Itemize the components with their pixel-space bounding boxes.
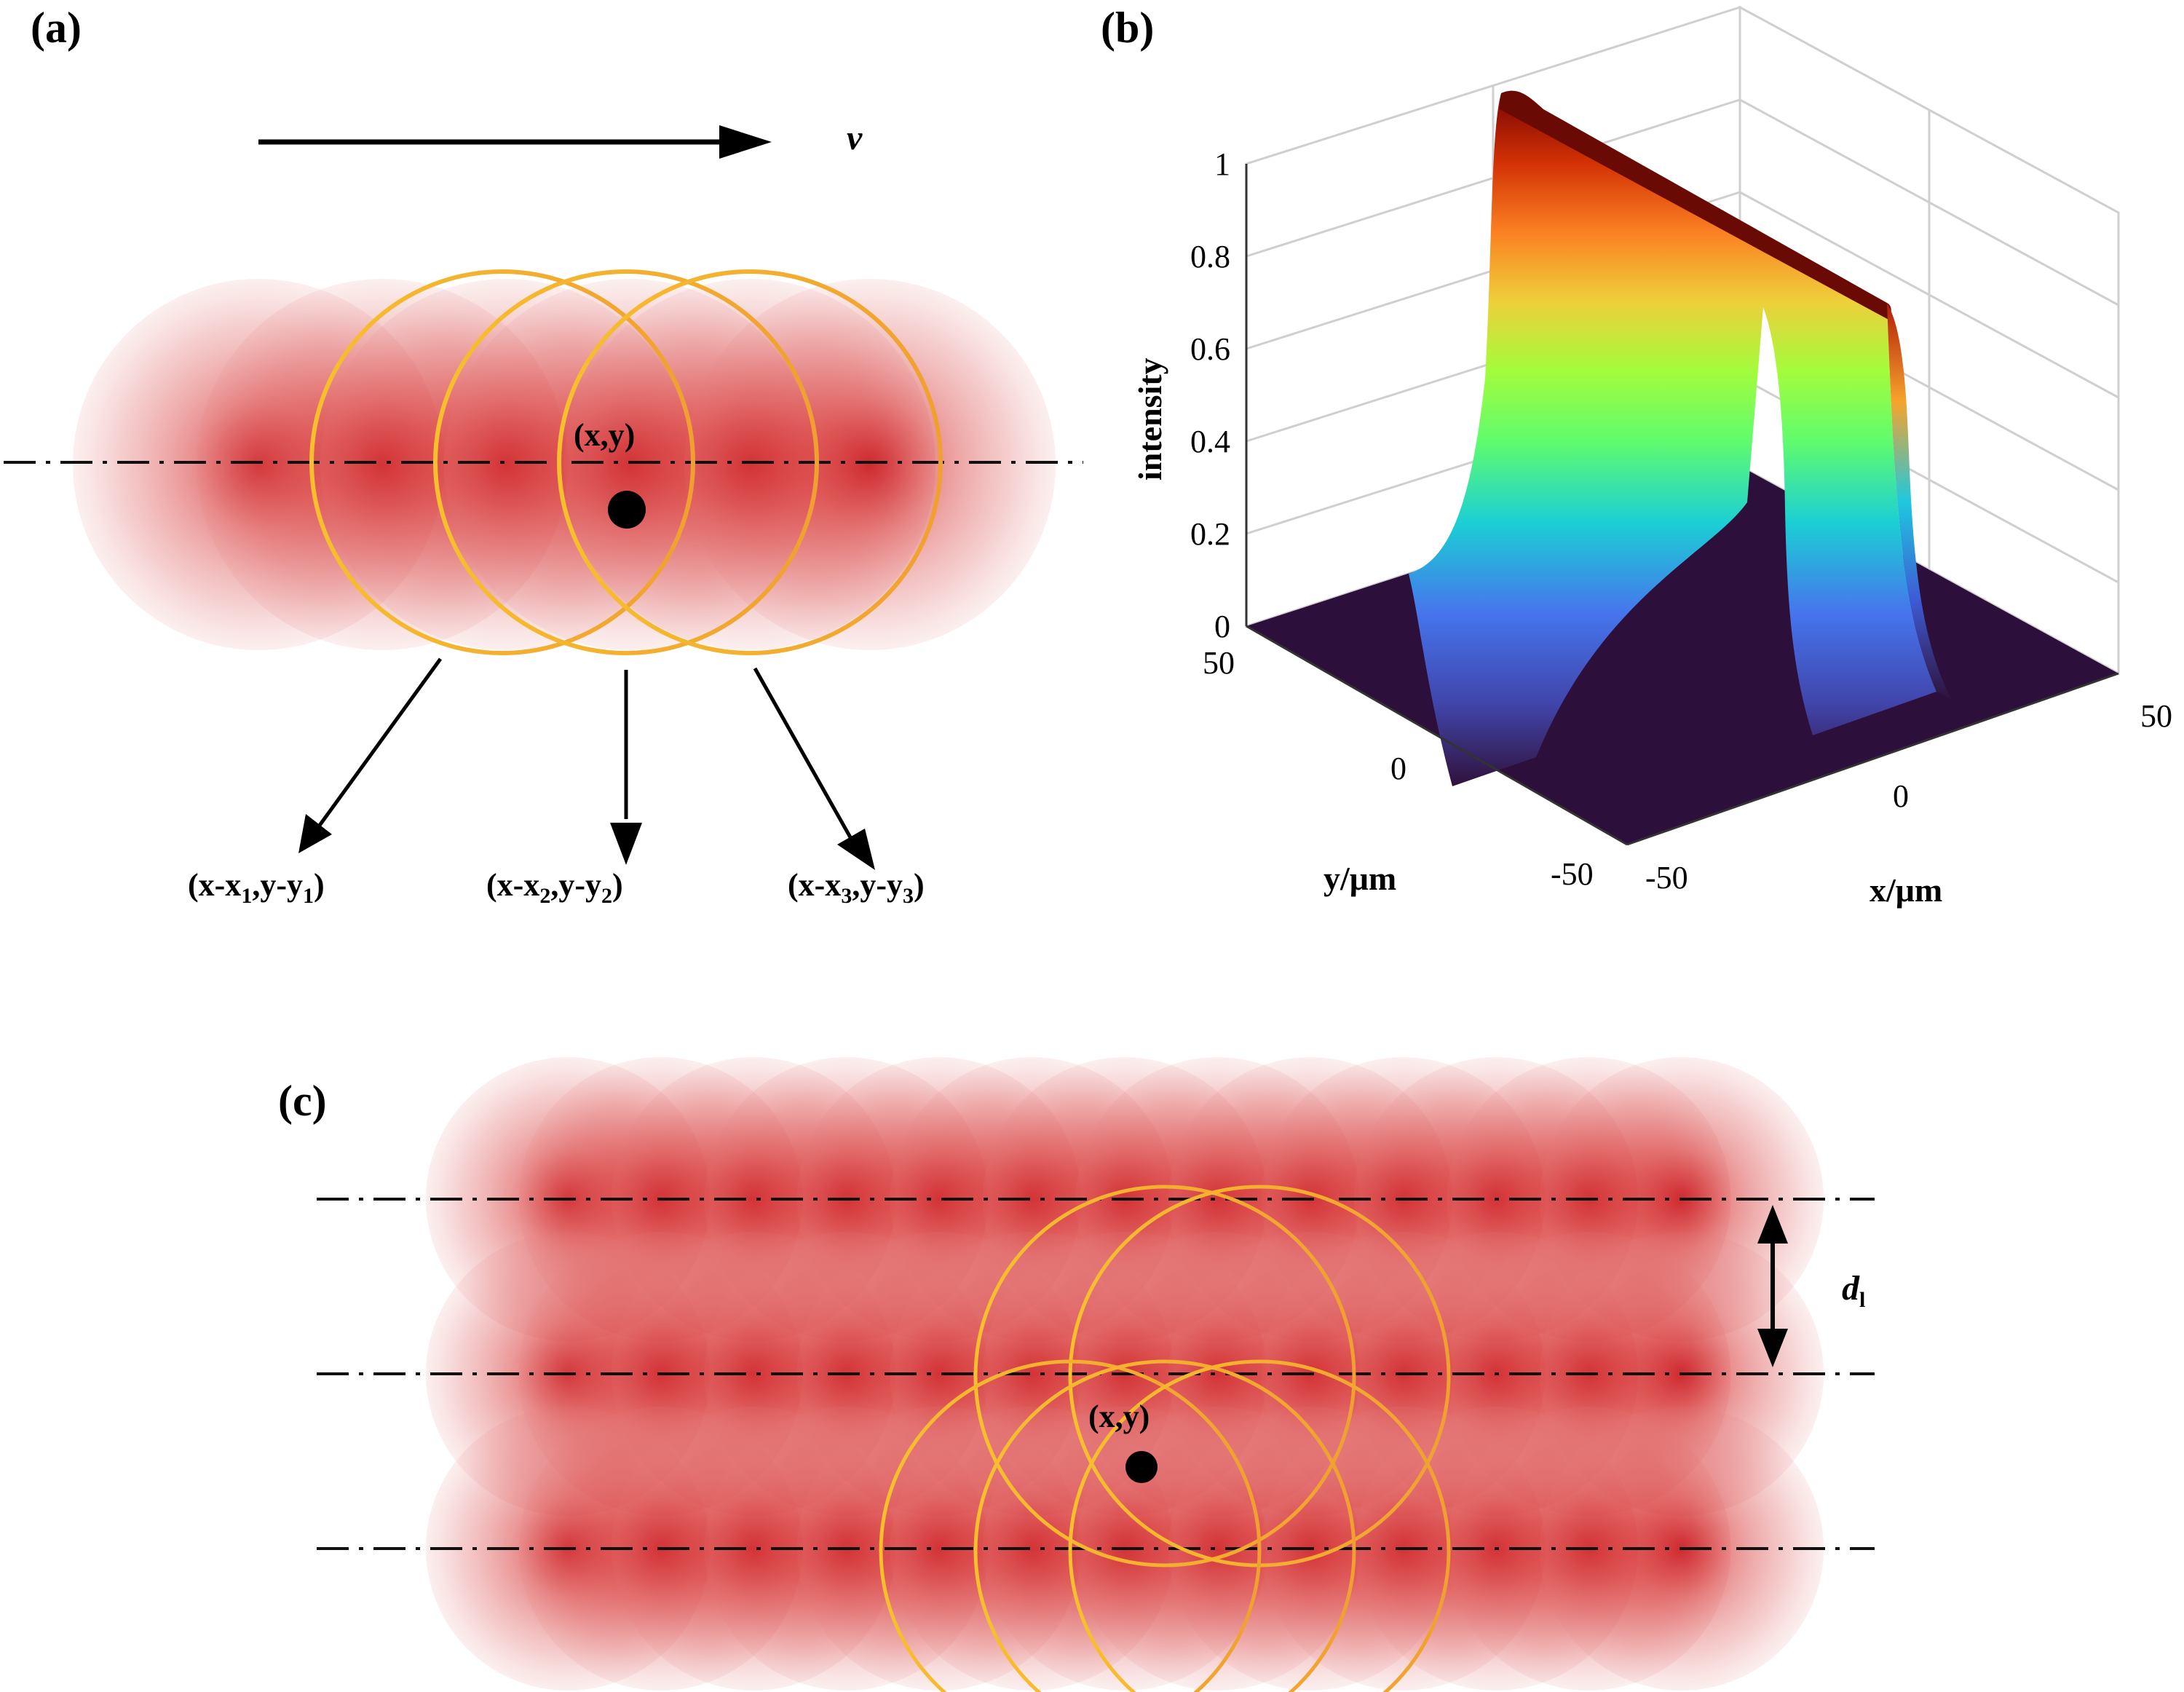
spot-ring-3	[557, 269, 943, 655]
intensity-surface	[1409, 90, 1951, 786]
offset-arrows	[317, 657, 852, 839]
z-tick-label: 0.8	[1190, 239, 1230, 274]
y-tick-label: 0	[1390, 751, 1406, 786]
z-axis-ticks: 0 0.2 0.4 0.6 0.8 1	[1190, 146, 1230, 644]
offset-arrow-3	[753, 667, 852, 839]
panel-b-label: (b)	[1101, 4, 1154, 52]
spot-ring	[879, 1359, 1262, 1692]
arrowhead	[837, 829, 875, 870]
offset-arrow-1	[317, 657, 443, 828]
arrowhead	[298, 814, 332, 853]
z-tick-label: 0.4	[1190, 424, 1230, 459]
velocity-label: v	[847, 119, 863, 157]
offset-label-2: (x-x2,y-y2)	[486, 867, 623, 908]
x-tick-label: 0	[1893, 778, 1909, 814]
z-axis-label: intensity	[1131, 357, 1168, 481]
velocity-arrow	[258, 125, 772, 159]
spot-ring	[973, 1359, 1356, 1692]
z-tick-label: 0.2	[1190, 516, 1230, 552]
z-tick-label: 1	[1214, 146, 1230, 182]
spacing-arrow	[1757, 1205, 1788, 1367]
panel-c: (c) (x,y) dl	[278, 1057, 1875, 1692]
x-axis-label: x/μm	[1870, 871, 1942, 909]
z-tick-label: 0.6	[1190, 331, 1230, 367]
z-tick-label: 0	[1214, 609, 1230, 644]
ring-group-c	[879, 1185, 1451, 1692]
panel-a: (a) v (x,y)	[4, 4, 1083, 908]
point-marker-c	[1125, 1451, 1158, 1483]
panel-c-label: (c)	[278, 1077, 327, 1125]
laser-spot	[684, 279, 1056, 650]
point-marker-a	[608, 491, 646, 529]
y-tick-label: -50	[1551, 856, 1594, 892]
point-label-c: (x,y)	[1088, 1399, 1150, 1434]
back-wall-right	[1738, 5, 2120, 676]
arrowhead	[610, 823, 642, 865]
point-label-a: (x,y)	[574, 417, 635, 453]
ridge-right-flank	[1887, 303, 1951, 699]
offset-label-3: (x-x3,y-y3)	[788, 867, 925, 908]
y-axis-label: y/μm	[1324, 860, 1396, 897]
ridge-top	[1500, 90, 1891, 320]
spot-ring	[973, 1185, 1356, 1568]
ring-group-a	[309, 269, 943, 655]
panel-b: (b)	[1101, 4, 2172, 909]
panel-a-label: (a)	[31, 4, 82, 52]
x-tick-label: -50	[1645, 860, 1688, 896]
spacing-label: dl	[1842, 1269, 1865, 1312]
spot-row-a	[73, 279, 1056, 650]
axis-lines	[1245, 164, 2119, 846]
y-axis-ticks: 50 0 -50	[1203, 645, 1594, 892]
spot-ring-2	[433, 269, 819, 655]
offset-label-1: (x-x1,y-y1)	[188, 867, 325, 908]
spot-ring-1	[309, 269, 695, 655]
spot-ring	[1068, 1359, 1451, 1692]
x-tick-label: 50	[2140, 698, 2172, 734]
y-tick-label: 50	[1203, 645, 1235, 681]
x-axis-ticks: -50 0 50	[1645, 698, 2172, 896]
